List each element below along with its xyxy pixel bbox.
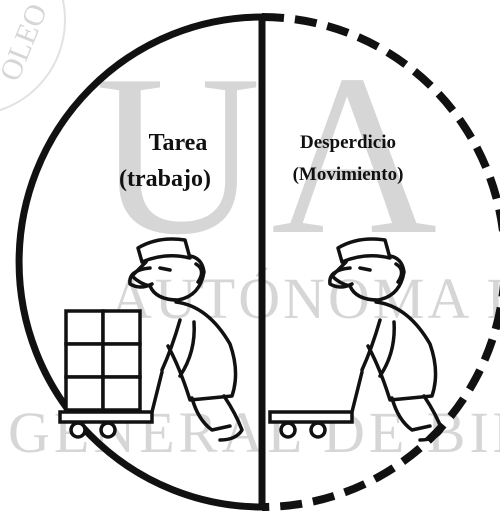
task-title: Tarea <box>149 130 208 156</box>
task-subtitle: (trabajo) <box>119 166 211 192</box>
waste-title: Desperdicio <box>300 132 396 153</box>
waste-subtitle: (Movimiento) <box>293 164 404 185</box>
task-semicircle <box>15 13 263 511</box>
worker-pushing-loaded-cart-icon <box>58 237 244 442</box>
waste-semicircle <box>261 13 500 511</box>
worker-pushing-empty-cart-icon <box>268 237 444 442</box>
watermark-seal-text: OLEO <box>0 0 54 86</box>
